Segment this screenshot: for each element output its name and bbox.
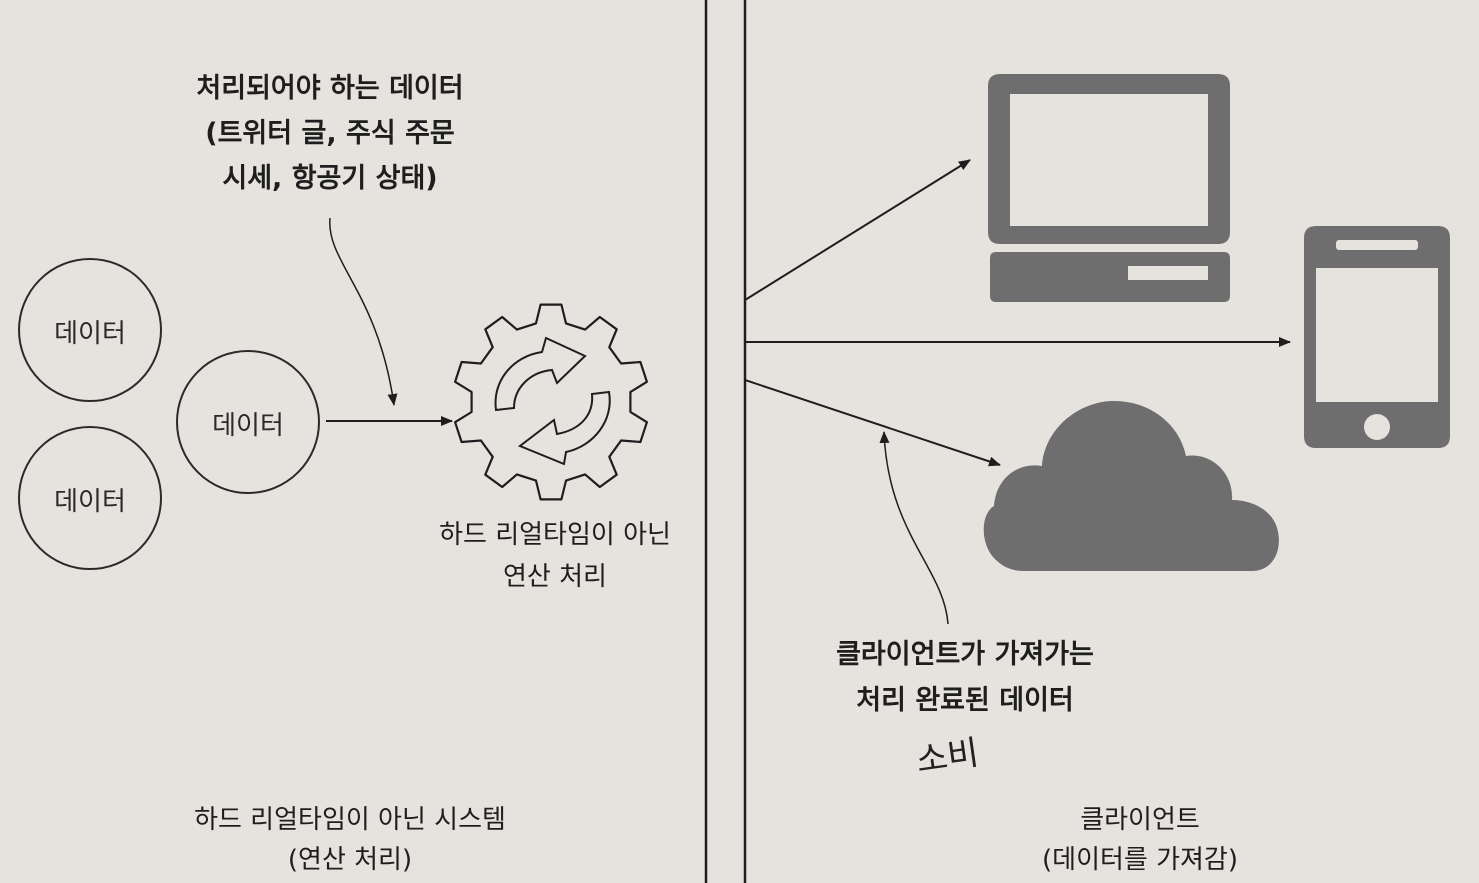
output-data-note: 클라이언트가 가져가는 처리 완료된 데이터	[790, 632, 1140, 724]
right-panel-caption: 클라이언트 (데이터를 가져감)	[990, 800, 1290, 880]
right-caption-line-2: (데이터를 가져감)	[1042, 845, 1238, 875]
desktop-computer-icon	[988, 74, 1230, 302]
input-note-pointer	[329, 217, 398, 406]
input-data-note: 처리되어야 하는 데이터 (트위터 글, 주식 주문 시세, 항공기 상태)	[130, 66, 530, 201]
output-note-line-1: 클라이언트가 가져가는	[836, 639, 1094, 670]
data-bubble-label-bottom: 데이터	[54, 487, 126, 517]
handwritten-note: 소비	[914, 733, 982, 781]
input-note-line-1: 처리되어야 하는 데이터	[196, 73, 464, 104]
processor-label-line-1: 하드 리얼타임이 아닌	[439, 520, 671, 550]
processor-label: 하드 리얼타임이 아닌 연산 처리	[400, 514, 710, 598]
left-caption-line-1: 하드 리얼타임이 아닌 시스템	[194, 805, 506, 835]
data-bubble-bottom	[18, 426, 162, 570]
data-bubble-middle	[176, 350, 320, 494]
cloud-icon	[983, 401, 1279, 571]
output-note-line-2: 처리 완료된 데이터	[856, 685, 1074, 716]
smartphone-icon	[1304, 226, 1450, 448]
right-caption-line-1: 클라이언트	[1080, 805, 1200, 835]
data-bubble-label-middle: 데이터	[212, 411, 284, 441]
input-note-line-2: (트위터 글, 주식 주문	[205, 118, 455, 149]
processor-label-line-2: 연산 처리	[503, 562, 607, 592]
arrow-to-desktop	[744, 159, 971, 301]
data-bubble-top	[18, 258, 162, 402]
left-caption-line-2: (연산 처리)	[287, 845, 413, 875]
processing-gear-icon	[454, 303, 648, 501]
data-bubble-label-top: 데이터	[54, 319, 126, 349]
output-note-pointer	[879, 431, 949, 625]
arrow-to-cloud	[744, 379, 1001, 467]
input-note-line-3: 시세, 항공기 상태)	[222, 163, 438, 194]
left-panel-caption: 하드 리얼타임이 아닌 시스템 (연산 처리)	[140, 800, 560, 880]
